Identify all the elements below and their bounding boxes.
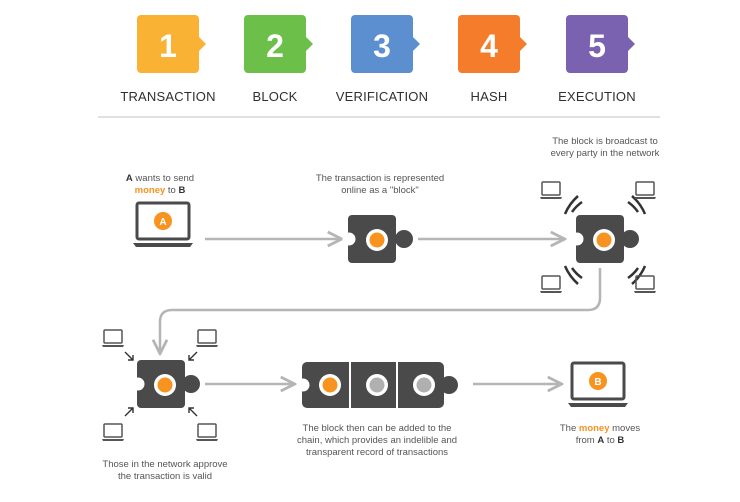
step-3-number: 3 bbox=[373, 28, 391, 64]
caption-represented: The transaction is represented online as… bbox=[315, 173, 445, 196]
step-5-label: EXECUTION bbox=[558, 89, 636, 104]
broadcast-block-icon bbox=[563, 195, 647, 285]
caption-moves-money: money bbox=[578, 423, 610, 434]
step-4-number: 4 bbox=[480, 28, 498, 64]
step-1-number: 1 bbox=[159, 28, 177, 64]
receiver-laptop-icon: B bbox=[566, 361, 630, 409]
network-laptop-icon bbox=[633, 181, 657, 200]
step-1-label: TRANSACTION bbox=[120, 89, 216, 104]
step-4-label: HASH bbox=[470, 89, 508, 104]
step-2-badge: 2 bbox=[244, 15, 313, 73]
caption-send-a: A bbox=[125, 173, 133, 184]
receiver-letter: B bbox=[594, 377, 601, 388]
network-laptop-icon bbox=[101, 423, 125, 442]
step-5-badge: 5 bbox=[566, 15, 635, 73]
network-laptop-icon bbox=[195, 329, 219, 348]
caption-broadcast: The block is broadcast to every party in… bbox=[550, 136, 660, 159]
caption-approve: Those in the network approve the transac… bbox=[102, 459, 228, 482]
step-5-number: 5 bbox=[588, 28, 606, 64]
signal-wave-icon bbox=[570, 200, 583, 213]
step-3-label: VERIFICATION bbox=[335, 89, 429, 104]
network-laptop-icon bbox=[195, 423, 219, 442]
approve-arrows-icon bbox=[124, 351, 198, 417]
step-2-number: 2 bbox=[266, 28, 284, 64]
sender-laptop-icon: A bbox=[131, 201, 195, 249]
caption-send-money: money bbox=[134, 185, 166, 196]
step-3-badge: 3 bbox=[351, 15, 420, 73]
caption-chain: The block then can be added to the chain… bbox=[296, 423, 458, 458]
step-4-badge: 4 bbox=[458, 15, 527, 73]
step-1-badge: 1 bbox=[137, 15, 206, 73]
caption-send: A wants to send money to B bbox=[125, 173, 195, 196]
block-icon bbox=[342, 215, 413, 263]
caption-moves: The money moves from A to B bbox=[559, 423, 641, 446]
blockchain-icon bbox=[296, 362, 458, 408]
network-laptop-icon bbox=[101, 329, 125, 348]
network-laptop-icon bbox=[539, 275, 563, 294]
arrow-network-to-verify bbox=[160, 268, 602, 352]
network-laptop-icon bbox=[539, 181, 563, 200]
step-2-label: BLOCK bbox=[252, 89, 298, 104]
verify-block-icon bbox=[131, 360, 200, 408]
sender-letter: A bbox=[159, 217, 166, 228]
